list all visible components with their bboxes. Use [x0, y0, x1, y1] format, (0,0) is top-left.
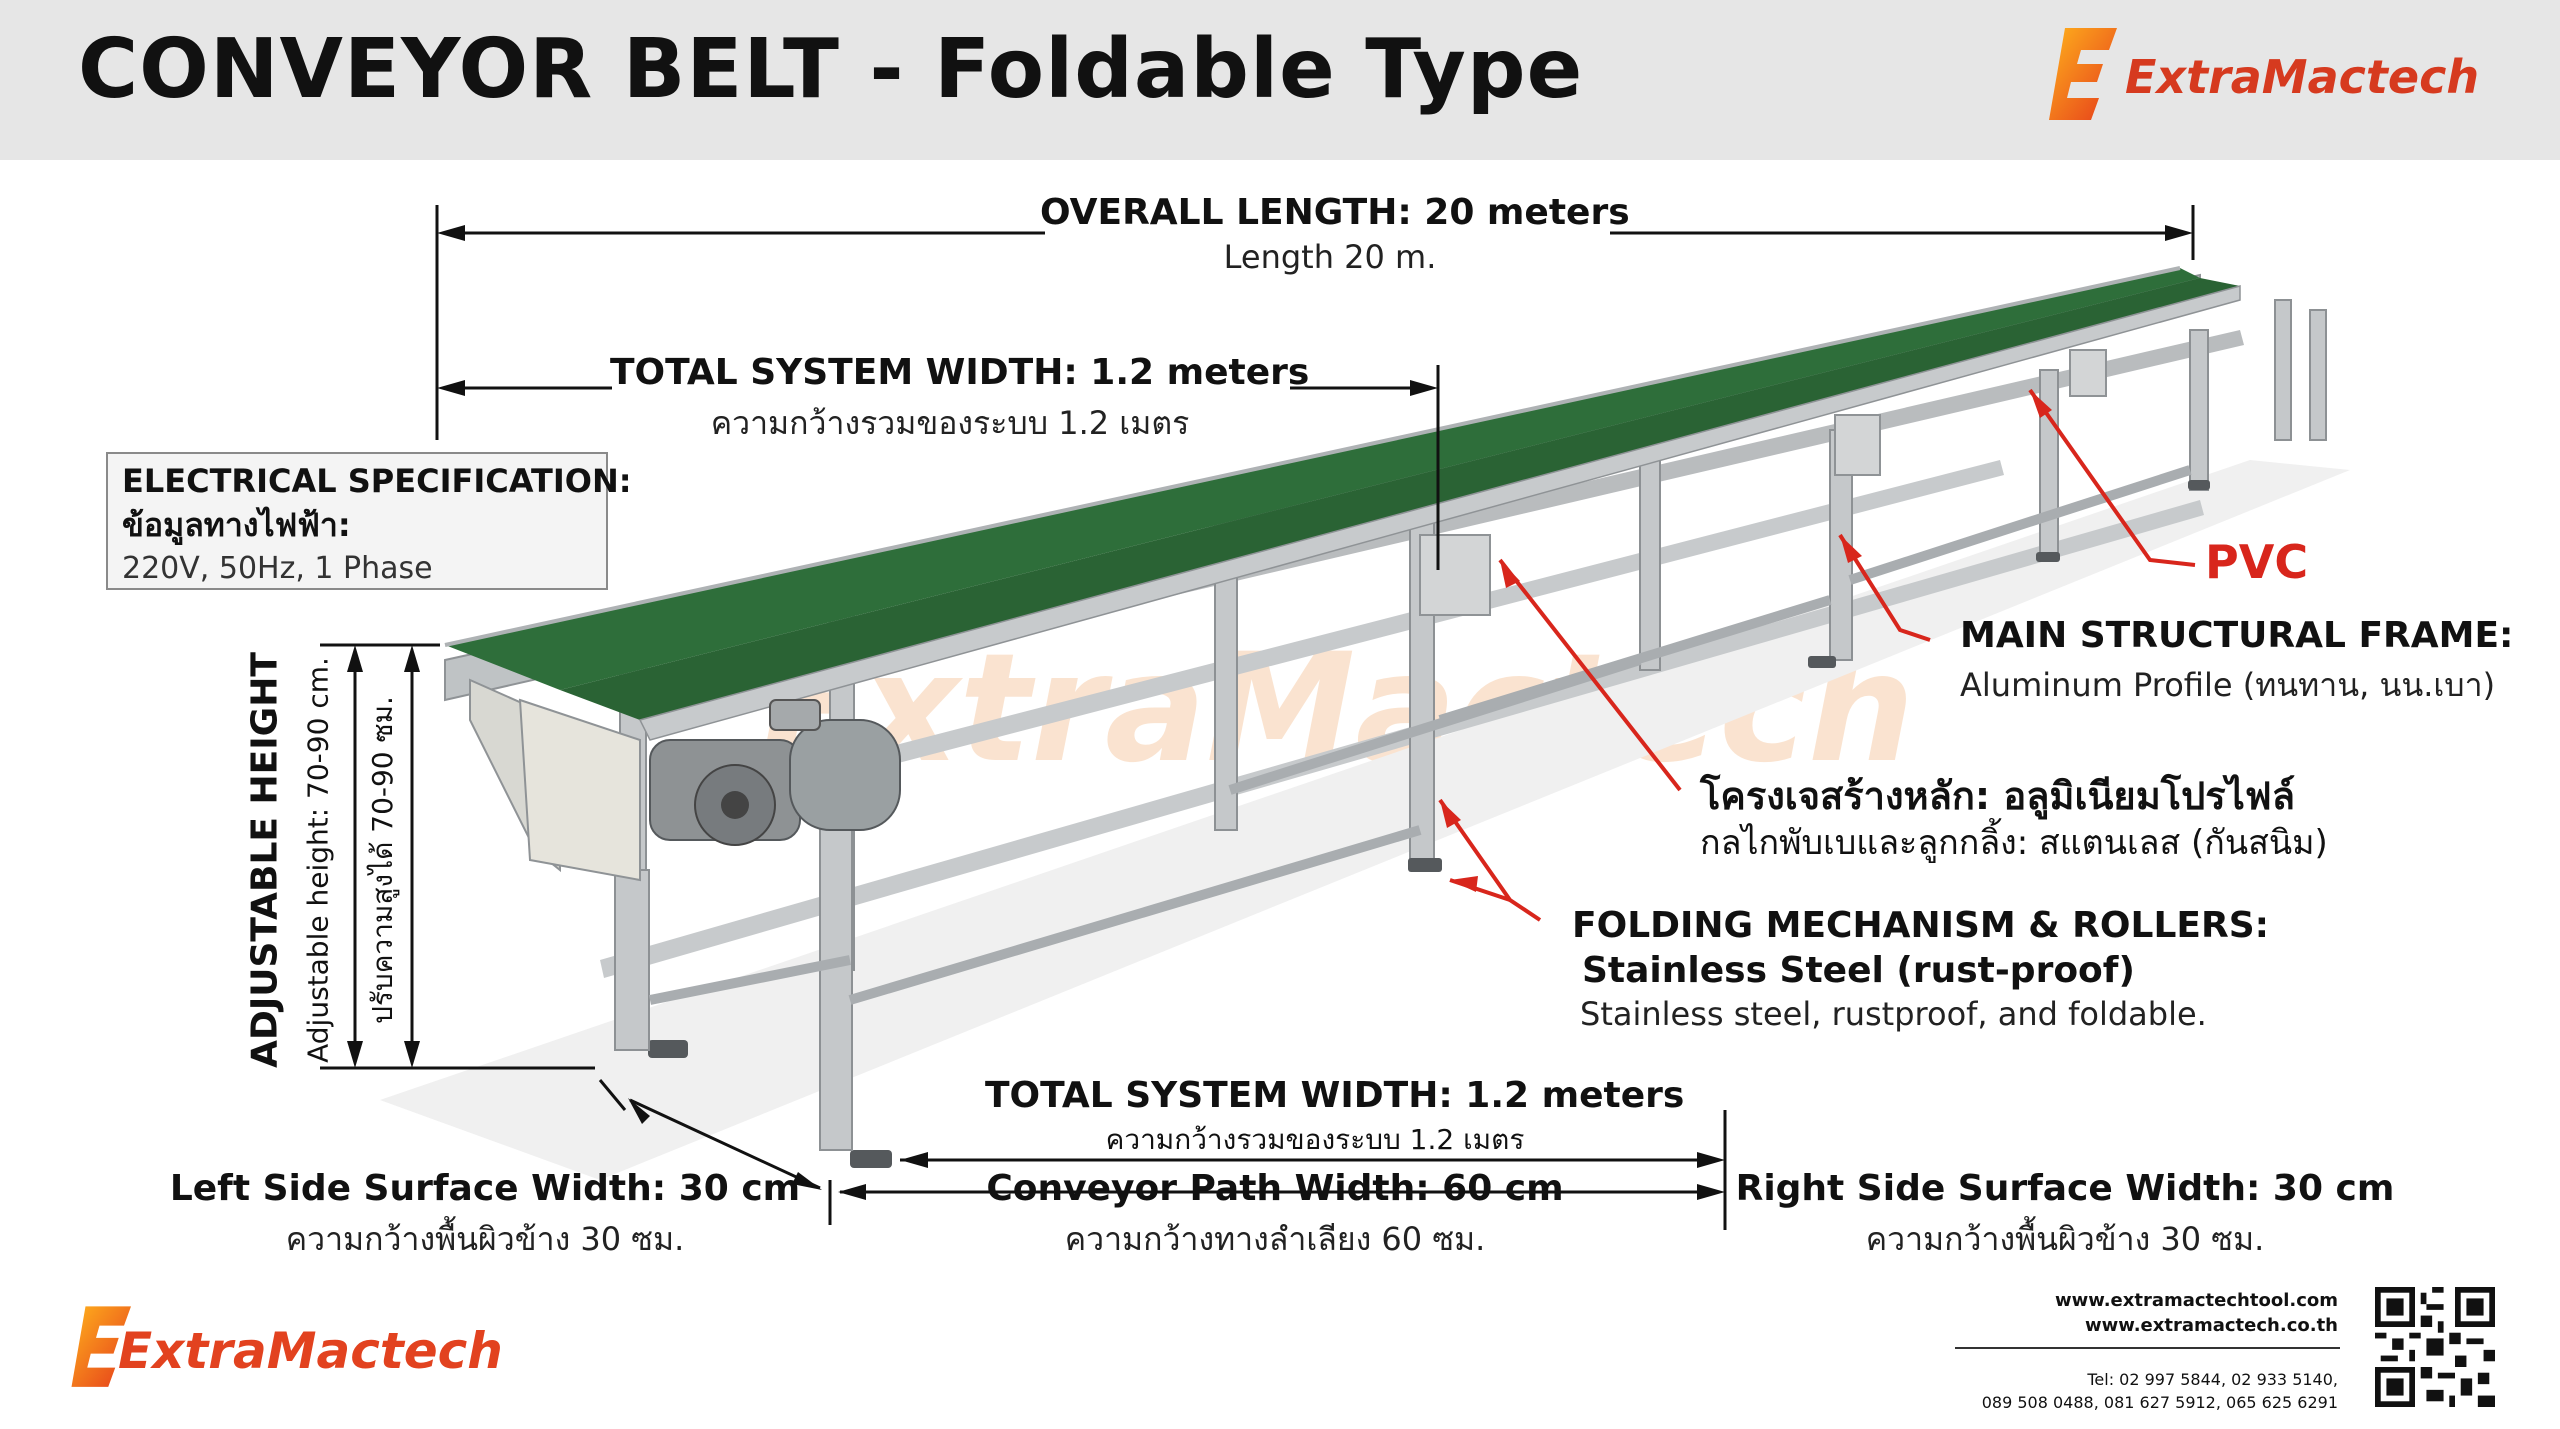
electrical-value: 220V, 50Hz, 1 Phase	[122, 551, 433, 586]
header-bar	[0, 0, 2560, 160]
right-surface-sub: ความกว้างพื้นผิวข้าง 30 ซม.	[1865, 1220, 2265, 1258]
conveyor-path-label: Conveyor Path Width: 60 cm	[986, 1168, 1564, 1209]
contact-tel-2: 089 508 0488, 081 627 5912, 065 625 6291	[1981, 1393, 2338, 1412]
frame-sub: Aluminum Profile (ทนทาน, นน.เบา)	[1960, 666, 2496, 704]
frame-th-sub: กลไกพับเบและลูกกลิ้ง: สแตนเลส (กันสนิม)	[1700, 823, 2328, 863]
pvc-callout: PVC	[2205, 535, 2309, 589]
brand-logo-bottom-icon	[71, 1306, 131, 1387]
folding-sub2: Stainless steel, rustproof, and foldable…	[1580, 995, 2207, 1033]
height-sub-th: ปรับความสูงได้ 70-90 ซม.	[366, 696, 399, 1024]
height-label: ADJUSTABLE HEIGHT	[244, 652, 286, 1068]
conveyor-path-sub: ความกว้างทางลำเลียง 60 ซม.	[1064, 1220, 1486, 1258]
overall-length-label: OVERALL LENGTH: 20 meters	[1040, 192, 1630, 233]
total-width-top-label: TOTAL SYSTEM WIDTH: 1.2 meters	[610, 352, 1310, 393]
electrical-spec-box: ELECTRICAL SPECIFICATION: ข้อมูลทางไฟฟ้า…	[106, 452, 632, 590]
qr-code-icon[interactable]	[2375, 1287, 2495, 1407]
right-surface-label: Right Side Surface Width: 30 cm	[1735, 1168, 2395, 1209]
contact-divider	[1955, 1347, 2340, 1349]
contact-tel-1: Tel: 02 997 5844, 02 933 5140,	[2087, 1370, 2338, 1389]
contact-block: www.extramactechtool.com www.extramactec…	[1982, 1290, 2338, 1412]
page-title: CONVEYOR BELT - Foldable Type	[78, 22, 1584, 117]
folding-title: FOLDING MECHANISM & ROLLERS:	[1572, 905, 2270, 946]
brand-logo-icon	[2049, 28, 2117, 120]
height-sub-en: Adjustable height: 70-90 cm.	[301, 657, 335, 1063]
contact-url-1[interactable]: www.extramactechtool.com	[2054, 1290, 2338, 1311]
left-surface-label: Left Side Surface Width: 30 cm	[169, 1168, 801, 1209]
frame-th-title: โครงเจสร้างหลัก: อลูมิเนียมโปรไฟล์	[1700, 774, 2295, 818]
folding-sub1: Stainless Steel (rust-proof)	[1582, 950, 2135, 991]
overall-length-sub: Length 20 m.	[1223, 238, 1437, 276]
contact-url-2[interactable]: www.extramactech.co.th	[2084, 1315, 2338, 1336]
total-width-bottom-sub: ความกว้างรวมของระบบ 1.2 เมตร	[1105, 1123, 1525, 1156]
total-width-bottom-label: TOTAL SYSTEM WIDTH: 1.2 meters	[985, 1075, 1685, 1116]
left-surface-sub: ความกว้างพื้นผิวข้าง 30 ซม.	[285, 1220, 685, 1258]
electrical-title: ELECTRICAL SPECIFICATION:	[122, 462, 632, 500]
brand-name-top: ExtraMactech	[2125, 50, 2480, 104]
electrical-title-th: ข้อมูลทางไฟฟ้า:	[122, 506, 351, 544]
frame-title: MAIN STRUCTURAL FRAME:	[1960, 615, 2514, 656]
total-width-top-sub: ความกว้างรวมของระบบ 1.2 เมตร	[710, 404, 1190, 442]
motor-gearbox-icon	[649, 699, 901, 846]
brand-name-bottom: ExtraMactech	[118, 1322, 503, 1380]
